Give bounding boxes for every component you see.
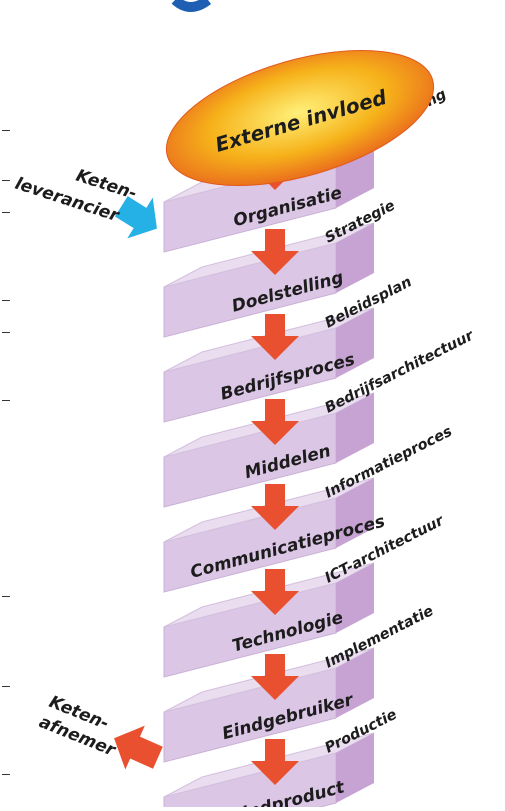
layer-block (163, 222, 375, 338)
supplier-arrow (114, 196, 157, 239)
flow-arrow (251, 739, 299, 785)
flow-arrow (251, 654, 299, 700)
customer-arrow (114, 725, 163, 770)
flow-arrow (251, 399, 299, 445)
flow-arrow (251, 484, 299, 530)
flow-arrow (251, 569, 299, 615)
top-blue-arc (171, 0, 212, 12)
flow-arrow (251, 229, 299, 275)
external-influence-node: Externe invloed (165, 50, 435, 186)
flow-arrow (251, 314, 299, 360)
